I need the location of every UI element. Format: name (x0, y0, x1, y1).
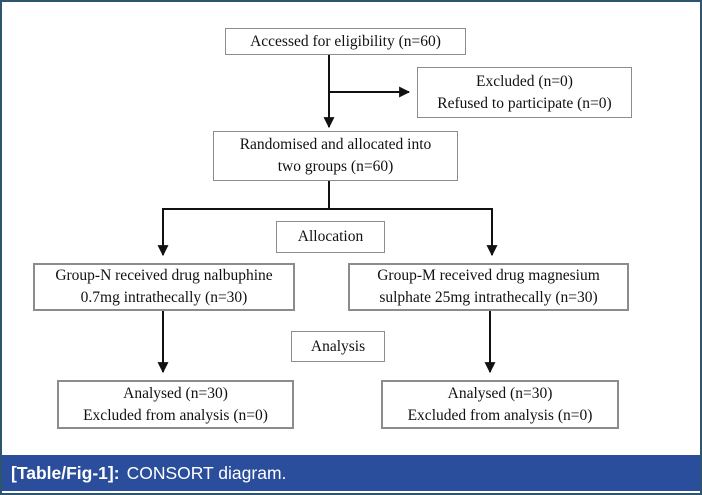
figure-caption-bar: [Table/Fig-1]: CONSORT diagram. (2, 455, 700, 491)
randomised-box: Randomised and allocated into two groups… (213, 131, 458, 181)
group-n-box: Group-N received drug nalbuphine 0.7mg i… (33, 263, 295, 311)
allocation-label-box: Allocation (276, 221, 385, 253)
group-m-line-1: Group-M received drug magnesium (377, 267, 600, 284)
eligibility-text: Accessed for eligibility (n=60) (250, 32, 441, 50)
group-n-line-1: Group-N received drug nalbuphine (55, 267, 273, 284)
analysed-n-box: Analysed (n=30) Excluded from analysis (… (57, 380, 294, 429)
analysed-m-line-1: Analysed (n=30) (447, 384, 553, 402)
excluded-box: Excluded (n=0) Refused to participate (n… (417, 67, 632, 118)
group-n-line-2: 0.7mg intrathecally (n=30) (80, 289, 248, 306)
analysis-label: Analysis (310, 337, 366, 355)
figure-caption-text: CONSORT diagram. (126, 462, 287, 483)
eligibility-box: Accessed for eligibility (n=60) (225, 28, 466, 55)
analysed-m-line-2: Excluded from analysis (n=0) (407, 406, 593, 424)
analysed-m-box: Analysed (n=30) Excluded from analysis (… (381, 380, 619, 429)
analysis-label-box: Analysis (291, 331, 385, 362)
excluded-line-1: Excluded (n=0) (476, 72, 573, 90)
allocation-label: Allocation (297, 228, 364, 245)
excluded-line-2: Refused to participate (n=0) (437, 94, 612, 112)
group-m-line-2: sulphate 25mg intrathecally (n=30) (379, 289, 598, 306)
randomised-line-2: two groups (n=60) (277, 158, 394, 175)
randomised-line-1: Randomised and allocated into (239, 136, 432, 153)
figure-caption-label: [Table/Fig-1]: (11, 462, 120, 483)
group-m-box: Group-M received drug magnesium sulphate… (348, 263, 629, 311)
analysed-n-line-2: Excluded from analysis (n=0) (83, 406, 268, 424)
analysed-n-line-1: Analysed (n=30) (123, 384, 228, 402)
